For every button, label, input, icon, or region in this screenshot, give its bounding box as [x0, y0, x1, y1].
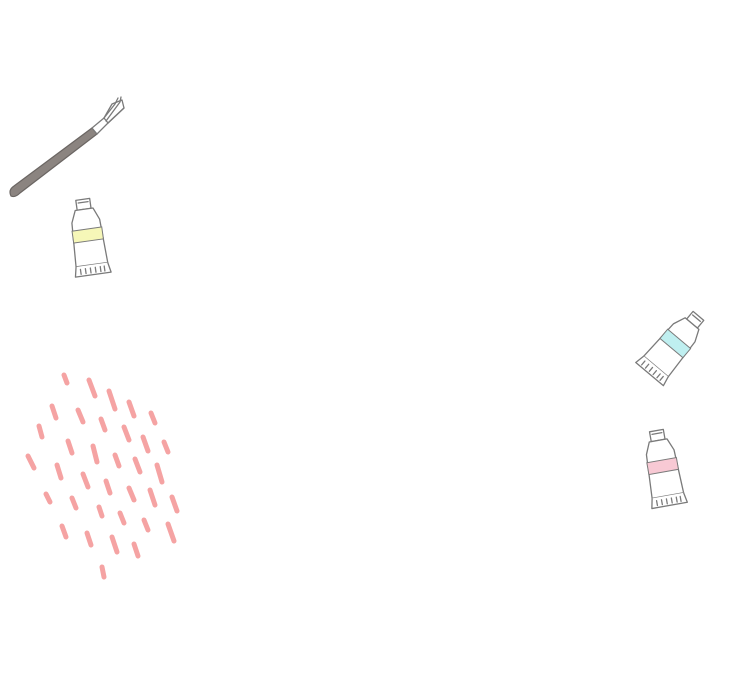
paintbrush-icon: [9, 96, 125, 198]
pink-dash-pattern-icon: [25, 372, 180, 580]
paint-tube-yellow-icon: [71, 197, 112, 278]
paint-tube-pink-icon: [645, 428, 688, 510]
paint-tube-cyan-icon: [635, 310, 705, 387]
